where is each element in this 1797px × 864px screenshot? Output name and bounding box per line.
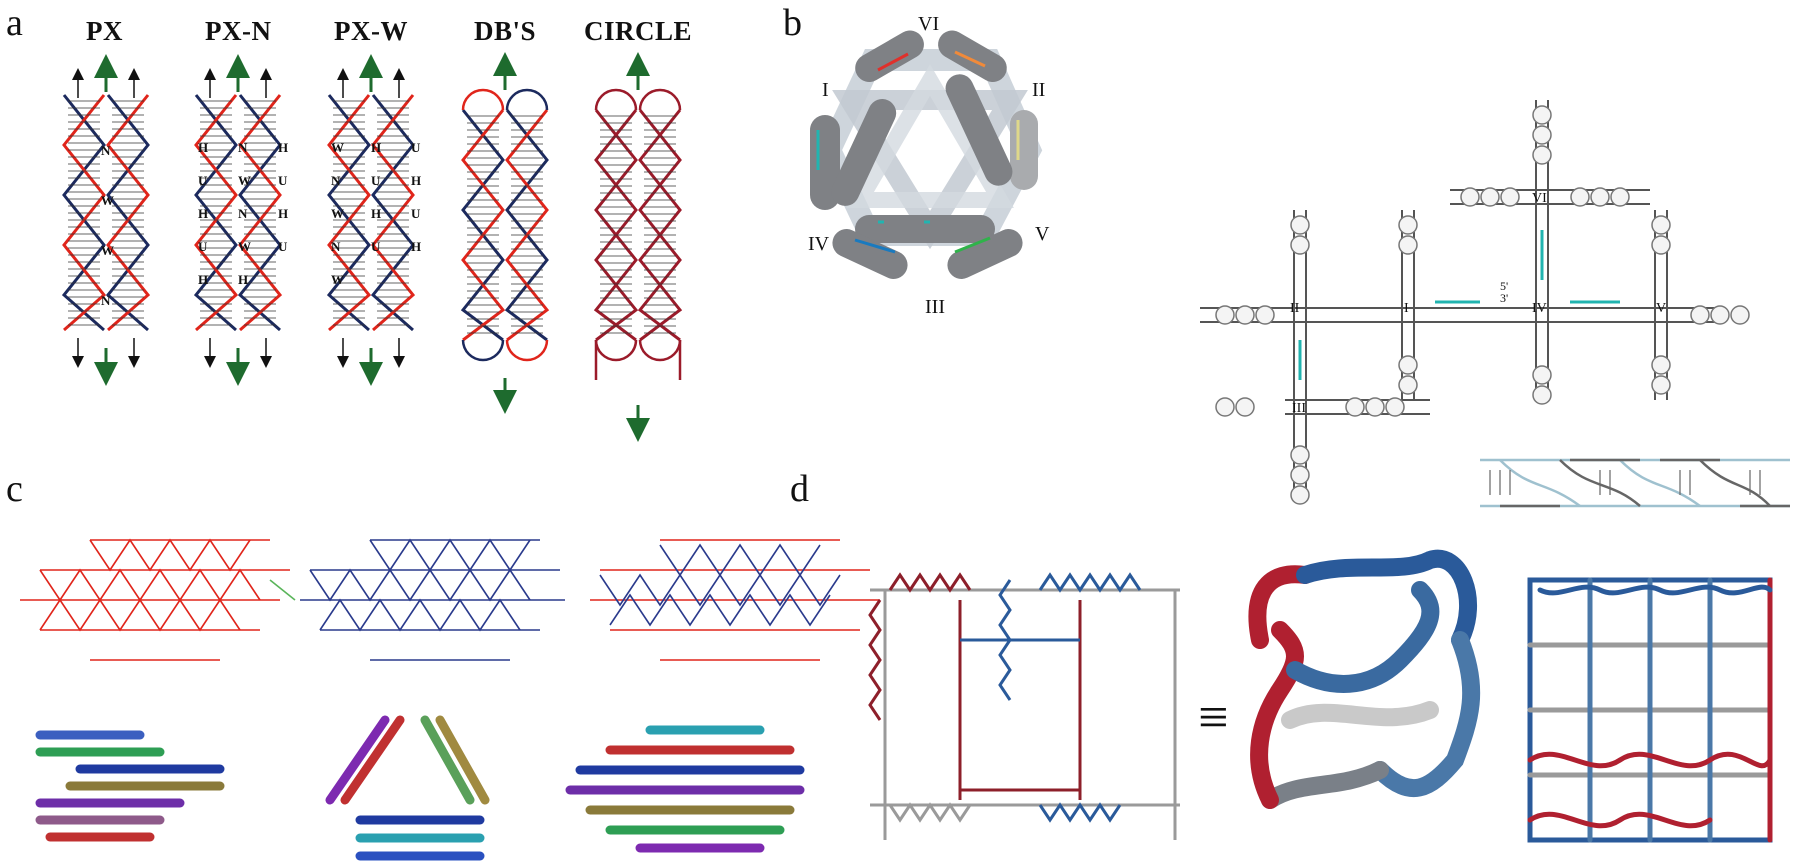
panel-b-octahedron: VI I II IV V III [808, 13, 1050, 318]
px-helix-label: N [101, 293, 111, 308]
pxw-helix-label: U [371, 239, 381, 254]
pxn-helix-label: W [238, 173, 251, 188]
title-px: PX [86, 16, 123, 46]
junction-v: V [1656, 301, 1666, 316]
title-dbs: DB'S [474, 16, 537, 46]
pxw-helix-label: W [331, 272, 344, 287]
panel-letter-a: a [6, 2, 23, 44]
pxn-helix-label: U [198, 239, 208, 254]
dbs-helix [460, 88, 550, 362]
pxn-helix-label: H [198, 272, 208, 287]
pxn-helix [193, 94, 283, 332]
pxw-helix-label: N [331, 173, 341, 188]
pxn-helix-label: U [198, 173, 208, 188]
panel-b-strand-map: II I VI IV V III 5' 3' [1200, 100, 1750, 505]
panel-letter-c: c [6, 468, 23, 510]
panel-letter-d: d [790, 468, 809, 510]
pxw-helix-label: U [411, 206, 421, 221]
equivalence-symbol: ≡ [1198, 687, 1228, 747]
pxn-helix-label: W [238, 239, 251, 254]
panel-d-tube-model [1248, 549, 1481, 809]
pxw-helix [326, 94, 416, 332]
panel-c-red-diagram [20, 538, 290, 661]
panel-letter-b: b [783, 2, 802, 44]
octa-label-ii: II [1032, 79, 1045, 101]
junction-iv: IV [1532, 301, 1547, 316]
octa-label-iii: III [925, 296, 945, 318]
pxw-helix-label: N [331, 239, 341, 254]
pxw-helix-label: W [331, 140, 344, 155]
octa-label-vi: VI [918, 13, 939, 35]
pxw-helix-label: H [371, 206, 381, 221]
pxw-helix-label: U [411, 140, 421, 155]
pxn-helix-label: H [278, 140, 288, 155]
panel-c-combined-diagram [590, 539, 880, 661]
junction-vi: VI [1532, 191, 1547, 206]
panel-d-lattice-model [1527, 577, 1773, 843]
octa-label-v: V [1035, 223, 1050, 245]
panel-c-blue-diagram [300, 538, 565, 661]
junction-i: I [1404, 301, 1409, 316]
title-circle: CIRCLE [584, 16, 693, 46]
panel-c-strand-diagrams [20, 538, 880, 661]
pxn-helix-label: N [238, 206, 248, 221]
px-helix [61, 94, 151, 332]
octa-label-iv: IV [808, 233, 830, 255]
pxw-helix-label: W [331, 206, 344, 221]
end-label-5prime: 5' [1500, 279, 1508, 293]
pxn-helix-label: H [278, 206, 288, 221]
end-label-3prime: 3' [1500, 291, 1508, 305]
circle-helix-extension [594, 340, 682, 380]
pxn-helix-label: N [238, 140, 248, 155]
pxn-helix-label: H [238, 272, 248, 287]
junction-ii: II [1290, 301, 1300, 316]
pxw-helix-label: H [371, 140, 381, 155]
px-helix-label: N [101, 143, 111, 158]
circle-helix [593, 88, 683, 362]
px-helix-label: W [101, 193, 114, 208]
panel-b-crossover-inset [1480, 458, 1790, 508]
pxn-helix-label: H [198, 140, 208, 155]
panel-c-3d-renders [35, 715, 805, 861]
pxw-helix-label: H [411, 239, 421, 254]
title-px-n: PX-N [205, 16, 272, 46]
pxw-helix-label: U [371, 173, 381, 188]
octa-label-i: I [822, 79, 829, 101]
pxw-helix-label: H [411, 173, 421, 188]
pxn-helix-label: U [278, 173, 288, 188]
pxn-helix-label: U [278, 239, 288, 254]
pxn-helix-label: H [198, 206, 208, 221]
panel-a-diagrams: N W W N H N H U W U H N H U W U H H W H U N U H W H U N U H W [61, 52, 683, 442]
panel-d-tile-strand [868, 572, 1180, 840]
px-helix-label: W [101, 243, 114, 258]
junction-iii: III [1292, 401, 1306, 416]
title-px-w: PX-W [334, 16, 408, 46]
